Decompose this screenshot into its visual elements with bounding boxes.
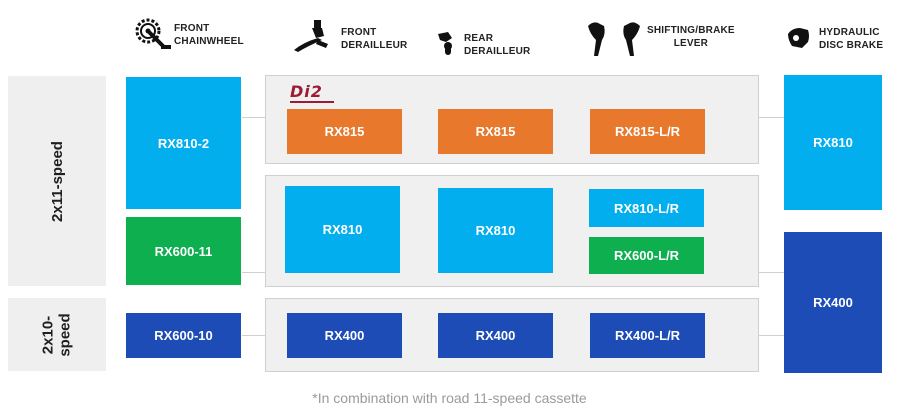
header-front-chainwheel: FRONT CHAINWHEEL xyxy=(174,22,244,48)
connector-line xyxy=(242,272,266,273)
header-front-derailleur: FRONT DERAILLEUR xyxy=(341,26,407,52)
connector-line xyxy=(758,272,784,273)
row-label-text: 2x11-speed xyxy=(48,140,66,222)
rear-derailleur-rx810: RX810 xyxy=(438,188,553,273)
rear-derailleur-rx400: RX400 xyxy=(438,313,553,358)
header-line: DISC BRAKE xyxy=(819,40,884,51)
footnote: *In combination with road 11-speed casse… xyxy=(312,390,587,406)
header-line: FRONT xyxy=(174,23,210,34)
row-label-line: speed xyxy=(56,312,74,357)
header-line: REAR xyxy=(464,33,494,44)
front-derailleur-icon xyxy=(294,20,328,52)
header-line: FRONT xyxy=(341,27,377,38)
di2-logo: Di2 xyxy=(290,82,323,101)
row-label-2x10-speed: 2x10- speed xyxy=(8,298,106,371)
lever-rx600-lr: RX600-L/R xyxy=(589,237,704,274)
chainwheel-rx600-10: RX600-10 xyxy=(126,313,241,358)
connector-line xyxy=(242,117,266,118)
header-line: DERAILLEUR xyxy=(464,46,531,57)
front-derailleur-rx400: RX400 xyxy=(287,313,402,358)
header-line: LEVER xyxy=(673,38,709,49)
header-shifting-brake-lever: SHIFTING/BRAKE LEVER xyxy=(647,24,735,50)
connector-line xyxy=(758,335,784,336)
di2-lever-rx815-lr: RX815-L/R xyxy=(590,109,705,154)
di2-logo-underline xyxy=(290,101,334,103)
row-label-2x11-speed: 2x11-speed xyxy=(8,76,106,286)
di2-front-derailleur-rx815: RX815 xyxy=(287,109,402,154)
row-label-text: 2x10- speed xyxy=(40,313,74,356)
rear-derailleur-icon xyxy=(438,32,452,55)
chainwheel-rx600-11: RX600-11 xyxy=(126,217,241,285)
disc-brake-caliper-icon xyxy=(788,28,809,48)
header-line: CHAINWHEEL xyxy=(174,36,244,47)
lever-rx810-lr: RX810-L/R xyxy=(589,189,704,227)
row-label-line: 2x10- xyxy=(39,315,57,354)
brake-rx400: RX400 xyxy=(784,232,882,373)
crankset-icon xyxy=(135,18,171,49)
header-rear-derailleur: REAR DERAILLEUR xyxy=(464,32,530,58)
di2-rear-derailleur-rx815: RX815 xyxy=(438,109,553,154)
front-derailleur-rx810: RX810 xyxy=(285,186,400,273)
chainwheel-rx810-2: RX810-2 xyxy=(126,77,241,209)
header-line: SHIFTING/BRAKE xyxy=(647,25,735,36)
connector-line xyxy=(758,117,784,118)
lever-rx400-lr: RX400-L/R xyxy=(590,313,705,358)
brake-rx810: RX810 xyxy=(784,75,882,210)
header-line: HYDRAULIC xyxy=(819,27,880,38)
header-line: DERAILLEUR xyxy=(341,40,408,51)
shifter-levers-icon xyxy=(588,22,640,56)
header-hydraulic-disc-brake: HYDRAULIC DISC BRAKE xyxy=(819,26,883,52)
connector-line xyxy=(242,335,266,336)
